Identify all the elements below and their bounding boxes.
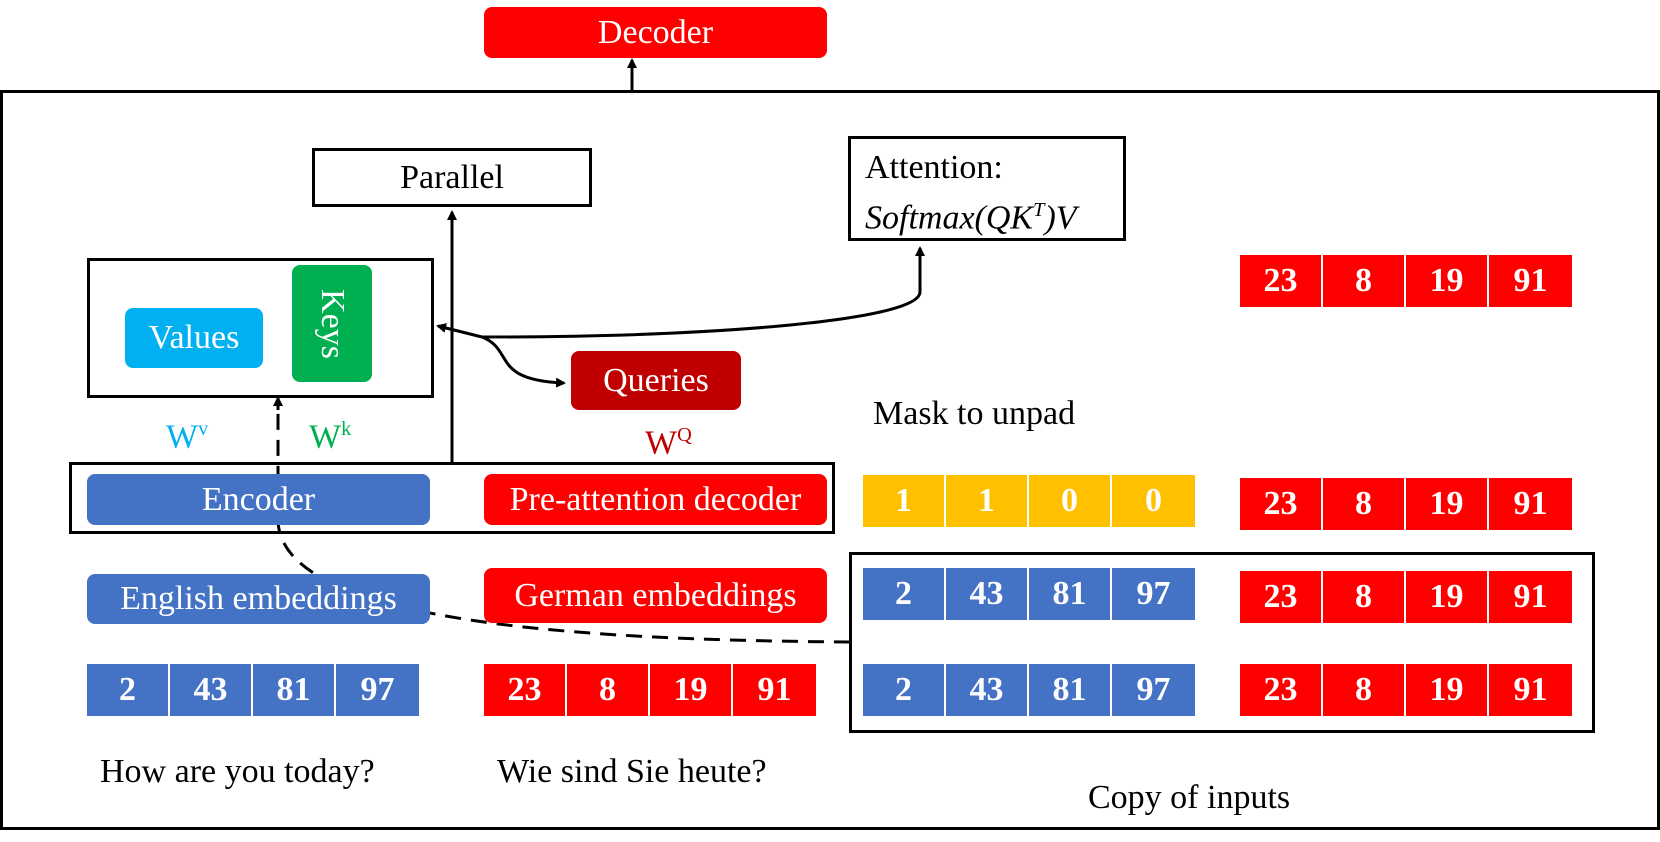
encoder-decoder-frame [69, 462, 835, 534]
mask-cell: 1 [863, 475, 946, 527]
queries-label: Queries [603, 361, 709, 399]
parallel-label: Parallel [400, 158, 504, 196]
token-cell: 8 [1323, 255, 1406, 307]
token-cell: 19 [1406, 571, 1489, 623]
pre-attention-decoder-block: Pre-attention decoder [484, 474, 827, 525]
pre-attention-decoder-label: Pre-attention decoder [509, 480, 802, 518]
token-cell: 81 [1029, 664, 1112, 716]
german-row-2: 23 8 19 91 [1240, 478, 1572, 530]
token-cell: 2 [87, 664, 170, 716]
token-cell: 19 [1406, 664, 1489, 716]
keys-block: Keys [292, 265, 372, 382]
token-cell: 2 [863, 568, 946, 620]
values-block: Values [125, 308, 263, 368]
encoder-block: Encoder [87, 474, 430, 525]
token-cell: 23 [1240, 255, 1323, 307]
token-cell: 19 [1406, 255, 1489, 307]
token-cell: 81 [253, 664, 336, 716]
token-cell: 91 [1489, 478, 1572, 530]
weight-v: Wv [166, 418, 209, 456]
token-cell: 8 [567, 664, 650, 716]
german-row-1: 23 8 19 91 [1240, 255, 1572, 307]
token-cell: 97 [1112, 568, 1195, 620]
german-row-4: 23 8 19 91 [1240, 664, 1572, 716]
german-embeddings-block: German embeddings [484, 568, 827, 623]
token-cell: 91 [1489, 571, 1572, 623]
mask-label: Mask to unpad [873, 395, 1076, 432]
german-embeddings-label: German embeddings [514, 576, 797, 614]
parallel-box: Parallel [312, 148, 592, 207]
weight-q: WQ [645, 424, 692, 462]
decoder-label: Decoder [597, 13, 714, 51]
token-cell: 19 [1406, 478, 1489, 530]
mask-cell: 0 [1029, 475, 1112, 527]
weight-k: Wk [309, 418, 352, 456]
dashed-copy-line [276, 400, 851, 644]
token-cell: 23 [1240, 571, 1323, 623]
token-cell: 43 [946, 568, 1029, 620]
token-cell: 8 [1323, 664, 1406, 716]
token-cell: 81 [1029, 568, 1112, 620]
token-cell: 91 [733, 664, 816, 716]
token-cell: 97 [1112, 664, 1195, 716]
token-cell: 97 [336, 664, 419, 716]
english-embeddings-label: English embeddings [120, 580, 397, 617]
token-cell: 8 [1323, 571, 1406, 623]
values-label: Values [148, 319, 240, 356]
arrow-to-attention [481, 246, 925, 339]
token-cell: 23 [484, 664, 567, 716]
token-cell: 91 [1489, 255, 1572, 307]
copy-of-inputs-box [849, 552, 1595, 733]
token-cell: 2 [863, 664, 946, 716]
token-cell: 19 [650, 664, 733, 716]
english-sentence: How are you today? [100, 753, 375, 790]
token-cell: 23 [1240, 478, 1323, 530]
token-cell: 43 [946, 664, 1029, 716]
encoder-label: Encoder [201, 480, 316, 518]
copy-of-inputs-label: Copy of inputs [1088, 779, 1291, 816]
arrow-to-queries [481, 335, 566, 388]
german-row-3: 23 8 19 91 [1240, 571, 1572, 623]
token-cell: 43 [170, 664, 253, 716]
german-sentence: Wie sind Sie heute? [497, 753, 767, 790]
arrow-to-values-keys [436, 323, 483, 339]
german-token-row: 23 8 19 91 [484, 664, 816, 716]
keys-label: Keys [313, 288, 351, 359]
decoder-block: Decoder [484, 7, 827, 58]
token-cell: 23 [1240, 664, 1323, 716]
english-token-row: 2 43 81 97 [87, 664, 419, 716]
attention-label: Attention: [865, 149, 1003, 186]
attention-box: Attention: Softmax(QKT)V [848, 136, 1126, 241]
english-embeddings-block: English embeddings [87, 574, 430, 624]
mask-cell: 1 [946, 475, 1029, 527]
token-cell: 8 [1323, 478, 1406, 530]
mask-cell: 0 [1112, 475, 1195, 527]
copy-english-row-1: 2 43 81 97 [863, 568, 1195, 620]
queries-block: Queries [571, 351, 741, 410]
token-cell: 91 [1489, 664, 1572, 716]
mask-row: 1 1 0 0 [863, 475, 1195, 527]
copy-english-row-2: 2 43 81 97 [863, 664, 1195, 716]
attention-formula: Softmax(QKT)V [865, 199, 1077, 237]
